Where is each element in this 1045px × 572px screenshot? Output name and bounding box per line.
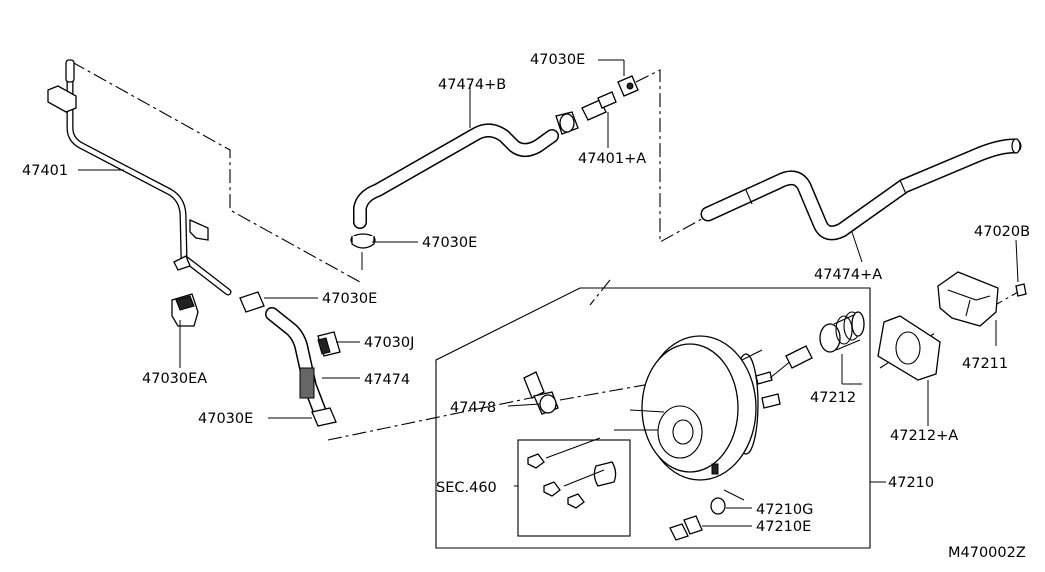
spring-seal-47212 xyxy=(819,311,865,353)
callout-47030j: 47030J xyxy=(364,335,414,351)
booster-assembly-frame xyxy=(435,287,871,549)
callout-47210e: 47210E xyxy=(756,519,811,535)
callout-47020b: 47020B xyxy=(974,224,1030,240)
brake-booster-47210 xyxy=(614,335,813,481)
vacuum-pipe-47401 xyxy=(47,59,232,296)
callout-47030e-top: 47030E xyxy=(530,52,585,68)
nuts-sec460 xyxy=(527,437,617,509)
callout-47478: 47478 xyxy=(450,400,496,416)
callout-47030e-mid: 47030E xyxy=(422,235,477,251)
leader-lines xyxy=(78,59,1019,527)
check-valve-47401a xyxy=(555,75,639,135)
callout-47030e-lower: 47030E xyxy=(322,291,377,307)
callout-47401: 47401 xyxy=(22,163,68,179)
gasket-47212a xyxy=(877,315,941,381)
callout-47474b: 47474+B xyxy=(438,77,506,93)
check-valve-47478 xyxy=(523,371,559,415)
vacuum-hose-47474a xyxy=(700,138,1022,241)
callout-47210: 47210 xyxy=(888,475,934,491)
phantom-lines xyxy=(71,61,1019,441)
callout-47030e-bottom: 47030E xyxy=(198,411,253,427)
bracket-47211 xyxy=(937,271,1027,327)
callout-47212a: 47212+A xyxy=(890,428,958,444)
callout-47210g: 47210G xyxy=(756,502,813,518)
callout-47030ea: 47030EA xyxy=(142,371,207,387)
callout-47401a: 47401+A xyxy=(578,151,646,167)
adapter-parts-47210 xyxy=(669,489,745,541)
callout-sec460: SEC.460 xyxy=(436,480,497,496)
figure-code: M470002Z xyxy=(948,545,1026,561)
callout-47212: 47212 xyxy=(810,390,856,406)
callout-47474a: 47474+A xyxy=(814,267,882,283)
sec460-frame xyxy=(517,439,631,537)
callout-labels: 47401 47474+B 47030E 47401+A 47030E 4703… xyxy=(22,52,1030,561)
vacuum-hose-47474b xyxy=(350,123,559,249)
callout-47474: 47474 xyxy=(364,372,410,388)
hose-47474-and-clamps xyxy=(171,291,341,427)
callout-47211: 47211 xyxy=(962,356,1008,372)
